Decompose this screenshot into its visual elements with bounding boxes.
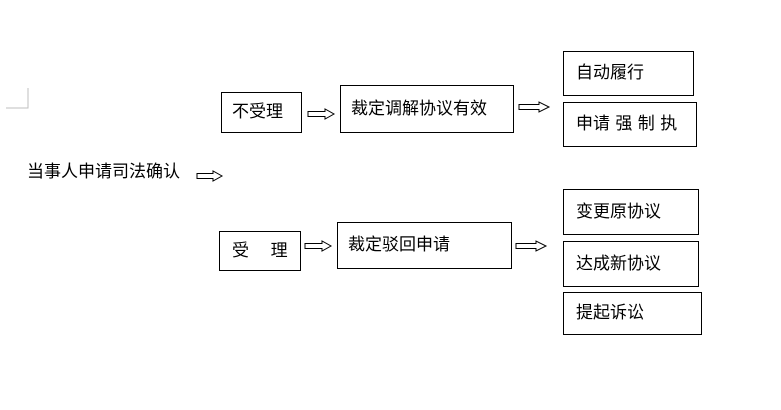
page-corner-mark bbox=[6, 88, 29, 109]
new-agreement-box: 达成新协议 bbox=[563, 241, 699, 287]
enforcement-box: 申请 强 制 执 bbox=[563, 102, 697, 147]
change-agreement-box: 变更原协议 bbox=[563, 189, 699, 235]
accept-label: 受 理 bbox=[232, 240, 288, 261]
file-lawsuit-label: 提起诉讼 bbox=[576, 303, 644, 323]
file-lawsuit-box: 提起诉讼 bbox=[563, 292, 702, 335]
reject-box: 不受理 bbox=[221, 92, 302, 133]
reject-application-box: 裁定驳回申请 bbox=[337, 222, 512, 269]
agreement-valid-box: 裁定调解协议有效 bbox=[340, 85, 514, 133]
reject-application-label: 裁定驳回申请 bbox=[348, 235, 450, 255]
hollow-arrow-icon bbox=[515, 240, 548, 252]
hollow-arrow-icon bbox=[307, 108, 336, 120]
auto-perform-box: 自动履行 bbox=[563, 51, 694, 96]
hollow-arrow-icon bbox=[196, 170, 224, 182]
enforcement-label: 申请 强 制 执 bbox=[576, 114, 678, 134]
auto-perform-label: 自动履行 bbox=[576, 63, 644, 83]
hollow-arrow-icon bbox=[518, 101, 551, 113]
hollow-arrow-icon bbox=[304, 240, 333, 252]
accept-box: 受 理 bbox=[219, 231, 301, 271]
root-label: 当事人申请司法确认 bbox=[27, 162, 180, 182]
change-agreement-label: 变更原协议 bbox=[576, 201, 661, 222]
new-agreement-label: 达成新协议 bbox=[576, 253, 661, 274]
reject-label: 不受理 bbox=[232, 102, 283, 122]
agreement-valid-label: 裁定调解协议有效 bbox=[351, 98, 487, 119]
